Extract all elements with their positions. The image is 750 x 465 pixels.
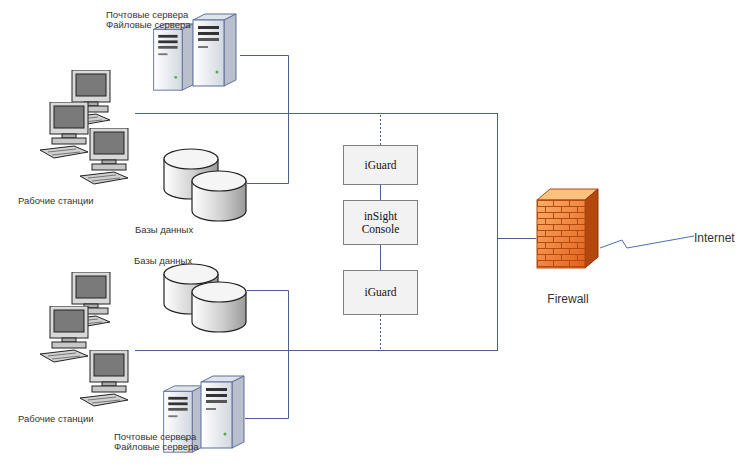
workstation-group: Рабочие станции (40, 270, 135, 412)
wall-front (537, 200, 585, 268)
console-box: inSight Console (343, 200, 418, 245)
computer-symbol (40, 306, 88, 362)
firewall-icon: Firewall (536, 188, 600, 268)
node-label: iGuard (365, 159, 397, 172)
server-group: Почтовые сервера Файловые сервера (150, 12, 240, 92)
network-link (135, 239, 536, 351)
database-symbol (192, 171, 246, 221)
node-label: Почтовые сервера Файловые сервера (106, 10, 206, 30)
wall-bricks (537, 200, 585, 268)
computer-symbol (80, 128, 128, 184)
node-label: iGuard (365, 286, 397, 299)
node-label: Базы данных (134, 256, 234, 266)
server-symbol (154, 24, 194, 90)
node-label: Internet (694, 230, 750, 246)
database-group: Базы данных (165, 148, 247, 223)
network-link (245, 239, 536, 419)
network-link (247, 239, 536, 351)
iguard-box: iGuard (343, 270, 418, 315)
node-label: Базы данных (135, 225, 235, 235)
server-symbol (201, 376, 244, 448)
computer-symbol (80, 350, 128, 406)
iguard-box: iGuard (343, 145, 418, 185)
network-link (380, 245, 381, 270)
network-link (240, 56, 536, 239)
computer-symbol (40, 102, 88, 158)
wall-side (585, 189, 598, 268)
database-icons (164, 149, 246, 332)
server-group: Почтовые сервера Файловые сервера (160, 374, 245, 454)
cloud-label: Internet (694, 230, 750, 246)
database-group: Базы данных (165, 263, 247, 333)
node-label: Firewall (532, 292, 604, 306)
database-symbol (192, 282, 246, 332)
network-link (600, 236, 694, 248)
firewall-wall (537, 189, 598, 268)
network-link (135, 114, 536, 239)
server-symbol (193, 14, 236, 86)
node-label: Рабочие станции (18, 196, 148, 206)
node-label: Почтовые сервера Файловые сервера (114, 432, 214, 452)
node-label: inSight Console (353, 210, 409, 236)
workstation-icons (40, 70, 128, 406)
network-link (380, 185, 381, 200)
network-link (247, 114, 536, 239)
workstation-group: Рабочие станции (40, 70, 135, 192)
node-label: Рабочие станции (18, 414, 148, 424)
